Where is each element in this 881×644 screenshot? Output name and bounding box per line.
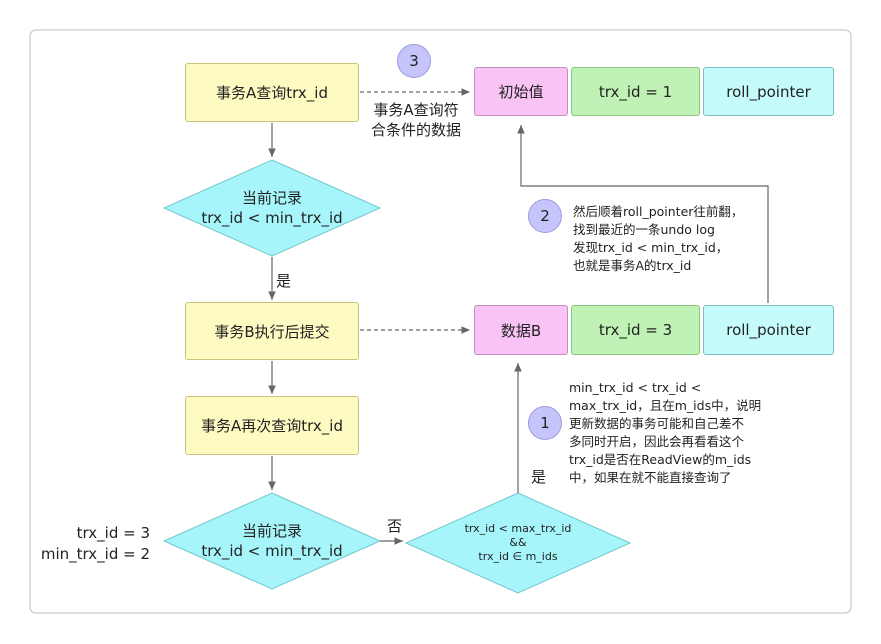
process-query-a-text: 事务A查询trx_id xyxy=(216,84,328,102)
step3-circle: 3 xyxy=(397,44,431,78)
datab-value-cell: 数据B xyxy=(474,305,568,355)
yes-label-1: 是 xyxy=(276,272,292,290)
decision-diamond-1 xyxy=(162,159,382,257)
step3-line: 合条件的数据 xyxy=(370,121,461,139)
initial-value-text: 初始值 xyxy=(498,83,544,101)
outer-frame xyxy=(29,29,852,614)
datab-value-text: 数据B xyxy=(500,321,542,340)
step2-line: 然后顺着roll_pointer往前翻， xyxy=(573,204,744,219)
step3-note: 事务A查询符 合条件的数据 xyxy=(358,100,474,140)
side-trx-id: trx_id = 3 xyxy=(76,524,150,542)
datab-trx-id-text: trx_id = 3 xyxy=(598,321,673,339)
step1-line: 更新数据的事务可能和自己差不 xyxy=(569,416,745,431)
step1-note: min_trx_id < trx_id < max_trx_id，且在m_ids… xyxy=(569,379,761,487)
no-label: 否 xyxy=(387,517,403,535)
step1-line: trx_id是否在ReadView的m_ids xyxy=(569,452,752,467)
initial-trx-id-cell: trx_id = 1 xyxy=(571,67,700,116)
step1-line: 中，如果在就不能直接查询了 xyxy=(569,470,732,485)
datab-roll-pointer-cell: roll_pointer xyxy=(703,305,834,355)
step3-line: 事务A查询符 xyxy=(373,101,459,119)
decision-diamond-2 xyxy=(162,492,382,590)
process-commit-b: 事务B执行后提交 xyxy=(185,302,359,360)
datab-trx-id-cell: trx_id = 3 xyxy=(571,305,700,355)
step2-line: 找到最近的一条undo log xyxy=(573,222,715,237)
step2-note: 然后顺着roll_pointer往前翻， 找到最近的一条undo log 发现t… xyxy=(573,203,743,275)
initial-trx-id-text: trx_id = 1 xyxy=(598,82,673,101)
step1-line: 多同时开启，因此会再看看这个 xyxy=(569,434,745,449)
process-query-a2: 事务A再次查询trx_id xyxy=(185,396,359,455)
yes-label-2: 是 xyxy=(531,468,547,486)
decision-diamond-3 xyxy=(404,492,632,594)
initial-value-cell: 初始值 xyxy=(474,67,568,116)
process-query-a2-text: 事务A再次查询trx_id xyxy=(201,417,343,435)
step1-circle: 1 xyxy=(528,406,562,440)
arrow-roll-pointer xyxy=(517,124,769,303)
datab-roll-pointer-text: roll_pointer xyxy=(726,321,811,339)
step2-line: 发现trx_id < min_trx_id， xyxy=(573,240,729,255)
step1-line: min_trx_id < trx_id < xyxy=(569,380,702,395)
initial-roll-pointer-text: roll_pointer xyxy=(726,82,811,101)
process-commit-b-text: 事务B执行后提交 xyxy=(214,322,330,341)
step2-circle: 2 xyxy=(528,199,562,233)
side-min-trx-id: min_trx_id = 2 xyxy=(40,545,150,563)
step1-line: max_trx_id，且在m_ids中，说明 xyxy=(569,398,762,413)
process-query-a: 事务A查询trx_id xyxy=(185,63,359,122)
step2-line: 也就是事务A的trx_id xyxy=(573,258,692,273)
initial-roll-pointer-cell: roll_pointer xyxy=(703,67,834,116)
